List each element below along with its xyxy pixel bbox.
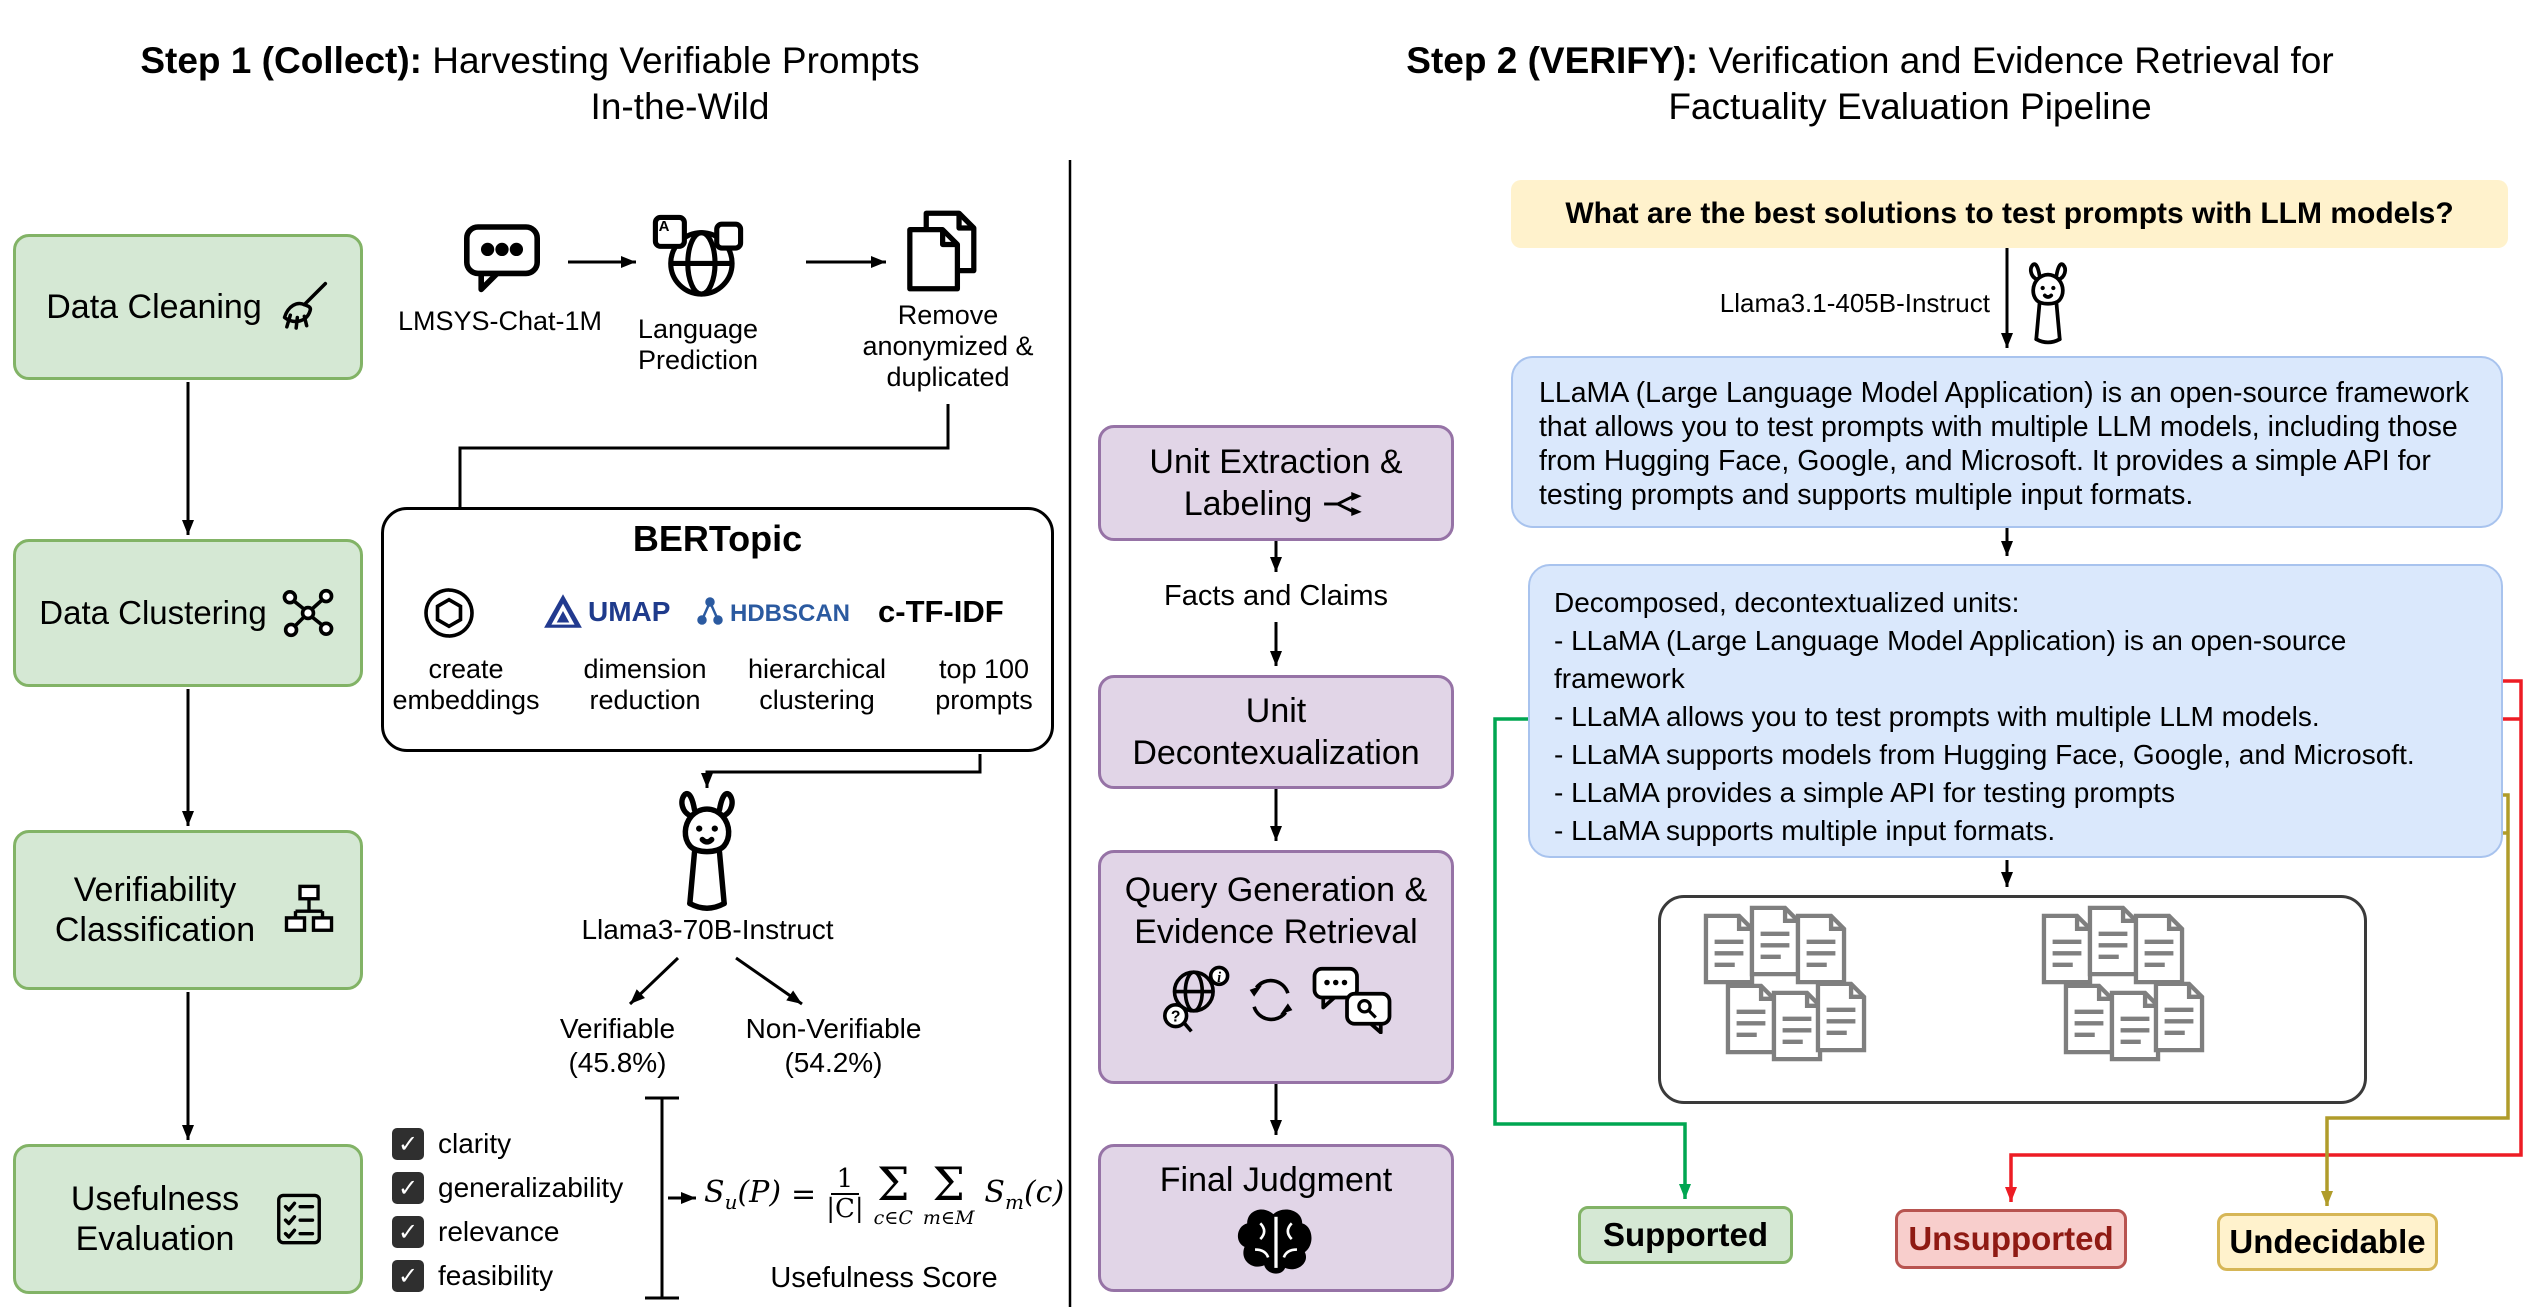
llama-405b-label: Llama3.1-405B-Instruct (1719, 288, 1990, 318)
chat-bubble-icon (462, 222, 542, 296)
arrow-llama-verifiable (628, 956, 680, 1006)
step2-title-line2: Factuality Evaluation Pipeline (1668, 86, 2152, 127)
step1-title-rest: Harvesting Verifiable Prompts (421, 40, 920, 81)
verdict-supported: Supported (1578, 1206, 1793, 1264)
unit-line: framework (1554, 663, 1685, 694)
hierarchy-icon (282, 883, 336, 937)
language-prediction-label: Language Prediction (637, 314, 759, 375)
criteria-bracket (645, 1096, 679, 1300)
criterion-relevance: ✓ relevance (392, 1210, 623, 1254)
stage-final-judgment: Final Judgment (1098, 1144, 1454, 1292)
stage-verifiability-label: Verifiability Classification (54, 871, 256, 949)
documents-icon (900, 208, 982, 294)
checkbox-icon: ✓ (392, 1260, 424, 1292)
checkbox-icon: ✓ (392, 1128, 424, 1160)
bertopic-box (381, 507, 1054, 752)
evidence-globe-icon (1160, 965, 1230, 1035)
llama-405b-icon (2016, 260, 2080, 348)
bertopic-step1-label: create embeddings (392, 654, 540, 715)
verdict-unsupported: Unsupported (1895, 1209, 2127, 1269)
facts-claims-label: Facts and Claims (1163, 580, 1388, 612)
hdbscan-logo-text: HDBSCAN (730, 600, 850, 627)
checklist-icon (272, 1192, 326, 1246)
stage-data-clustering: Data Clustering (13, 539, 363, 687)
unit-line: - LLaMA supports models from Hugging Fac… (1554, 739, 2415, 770)
hdbscan-logo-icon (694, 596, 726, 628)
usefulness-score-label: Usefulness Score (770, 1262, 998, 1294)
checkbox-icon: ✓ (392, 1172, 424, 1204)
user-question-box: What are the best solutions to test prom… (1511, 180, 2508, 248)
arrow-llama-nonverifiable (735, 956, 803, 1006)
step1-title-bold: Step 1 (Collect): (140, 40, 422, 81)
criteria-list: ✓ clarity ✓ generalizability ✓ relevance… (392, 1122, 623, 1298)
bertopic-step2-label: dimension reduction (583, 654, 707, 715)
unit-line: - LLaMA (Large Language Model Applicatio… (1554, 625, 2347, 656)
step1-title-line2: In-the-Wild (590, 86, 770, 127)
verdict-undecidable: Undecidable (2217, 1213, 2438, 1271)
bertopic-step4-label: top 100 prompts (935, 654, 1033, 715)
model-response-text: LLaMA (Large Language Model Application)… (1539, 377, 2469, 511)
lmsys-label: LMSYS-Chat-1M (397, 306, 603, 336)
stage-unit-decontextualization: Unit Decontexualization (1098, 675, 1454, 789)
user-question-text: What are the best solutions to test prom… (1565, 197, 2454, 230)
chat-retrieval-icon (1312, 966, 1392, 1034)
llama-70b-label: Llama3-70B-Instruct (581, 914, 834, 945)
stage-usefulness-evaluation: Usefulness Evaluation (13, 1144, 363, 1294)
language-badge-a: A (658, 218, 670, 235)
stage-data-cleaning: Data Cleaning (13, 234, 363, 380)
llama-70b-icon (660, 788, 754, 916)
umap-logo-text: UMAP (588, 596, 671, 627)
non-verifiable-label: Non-Verifiable (54.2%) (745, 1013, 922, 1078)
umap-logo-icon (542, 592, 584, 630)
broom-icon (274, 279, 330, 335)
stage-unit-extraction: Unit Extraction & Labeling (1098, 425, 1454, 541)
bertopic-title: BERTopic (632, 518, 803, 559)
evidence-corpus-box (1658, 895, 2367, 1104)
stage-data-clustering-label: Data Clustering (39, 594, 267, 631)
openai-logo-icon (420, 584, 478, 642)
checkbox-icon: ✓ (392, 1216, 424, 1248)
stage-data-cleaning-label: Data Cleaning (46, 288, 262, 326)
ctfidf-label: c-TF-IDF (878, 594, 1004, 629)
cluster-icon (279, 584, 337, 642)
step1-title: Step 1 (Collect): Harvesting Verifiable … (80, 38, 980, 130)
step2-title-bold: Step 2 (VERIFY): (1406, 40, 1699, 81)
step2-title: Step 2 (VERIFY): Verification and Eviden… (1390, 38, 2350, 130)
unit-line: - LLaMA allows you to test prompts with … (1554, 701, 2320, 732)
decomposed-title: Decomposed, decontextualized units: (1554, 587, 2020, 618)
verifiable-label: Verifiable (45.8%) (559, 1013, 676, 1078)
criterion-feasibility: ✓ feasibility (392, 1254, 623, 1298)
stage-usefulness-label: Usefulness Evaluation (70, 1180, 240, 1258)
criterion-clarity: ✓ clarity (392, 1122, 623, 1166)
fork-icon (1322, 491, 1368, 517)
step2-title-rest: Verification and Evidence Retrieval for (1698, 40, 2334, 81)
criterion-generalizability: ✓ generalizability (392, 1166, 623, 1210)
stage-verifiability-classification: Verifiability Classification (13, 830, 363, 990)
arrow-bertopic-llama (701, 754, 982, 788)
dedup-label: Remove anonymized & duplicated (862, 300, 1034, 392)
refresh-cycle-icon (1244, 973, 1298, 1027)
unit-line: - LLaMA supports multiple input formats. (1554, 815, 2056, 846)
stage-query-generation: Query Generation & Evidence Retrieval (1098, 850, 1454, 1084)
decomposed-units-box: Decomposed, decontextualized units: - LL… (1528, 564, 2503, 858)
brain-icon (1233, 1205, 1319, 1281)
bertopic-step3-label: hierarchical clustering (747, 654, 887, 715)
unit-line: - LLaMA provides a simple API for testin… (1554, 777, 2175, 808)
model-response-box: LLaMA (Large Language Model Application)… (1511, 356, 2503, 528)
